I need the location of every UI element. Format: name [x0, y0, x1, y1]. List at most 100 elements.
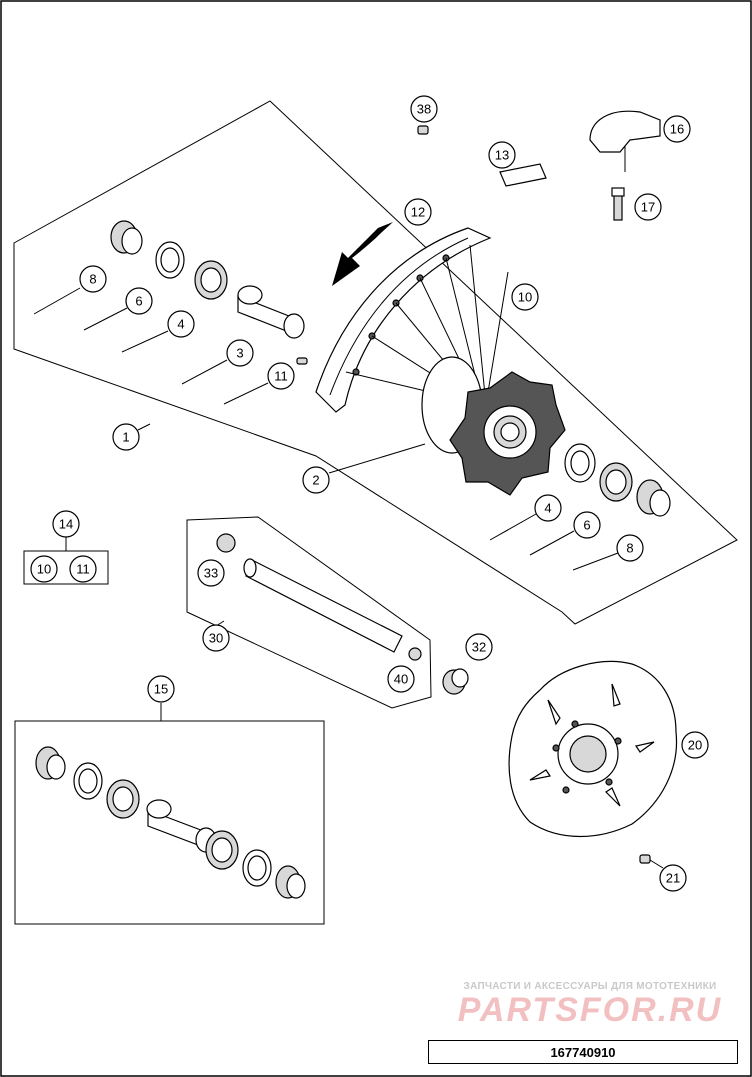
leader-lines	[33, 287, 619, 571]
callout-circle	[52, 510, 80, 538]
callout-label: 17	[641, 200, 655, 215]
callout-8: 8	[79, 265, 107, 293]
callout-circle	[69, 555, 97, 583]
callout-circle	[147, 675, 175, 703]
callout-circle	[302, 466, 330, 494]
callout-circle	[573, 511, 601, 539]
callout-label: 4	[544, 501, 551, 516]
callout-label: 33	[204, 566, 218, 581]
callout-circle	[663, 115, 691, 143]
callout-circle	[681, 731, 709, 759]
callout-4: 4	[534, 494, 562, 522]
callout-label: 6	[583, 518, 590, 533]
group-14-box	[23, 550, 109, 585]
callout-13: 13	[488, 141, 516, 169]
callout-circle	[616, 534, 644, 562]
callout-circle	[30, 555, 58, 583]
callout-label: 14	[59, 517, 73, 532]
callout-label: 20	[688, 738, 702, 753]
callout-label: 1	[122, 430, 129, 445]
diagram-code: 167740910	[550, 1044, 616, 1060]
callout-21: 21	[659, 864, 687, 892]
callout-8: 8	[616, 534, 644, 562]
callout-label: 32	[472, 640, 486, 655]
right-bearing-stack	[564, 443, 671, 517]
bearing-kit-box	[14, 720, 325, 925]
callout-11: 11	[267, 362, 295, 390]
callout-33: 33	[197, 559, 225, 587]
callout-circle	[79, 265, 107, 293]
callout-circle	[634, 193, 662, 221]
callout-circle	[267, 362, 295, 390]
callout-label: 21	[666, 871, 680, 886]
callout-40: 40	[387, 665, 415, 693]
callout-circle	[125, 287, 153, 315]
callout-label: 30	[209, 631, 223, 646]
wheel-rim	[315, 227, 492, 413]
callout-circle	[659, 864, 687, 892]
callout-circle	[226, 339, 254, 367]
callout-12: 12	[404, 198, 432, 226]
callout-6: 6	[125, 287, 153, 315]
callout-circle	[197, 559, 225, 587]
callout-label: 40	[394, 672, 408, 687]
watermark: ЗАПЧАСТИ И АКСЕССУАРЫ ДЛЯ МОТОТЕХНИКИ PA…	[440, 981, 740, 1028]
callout-label: 2	[312, 473, 319, 488]
watermark-caption: ЗАПЧАСТИ И АКСЕССУАРЫ ДЛЯ МОТОТЕХНИКИ	[463, 981, 717, 992]
callout-label: 12	[411, 205, 425, 220]
callout-6: 6	[573, 511, 601, 539]
brake-disc	[508, 660, 678, 837]
callout-label: 16	[670, 122, 684, 137]
axle-nut	[442, 668, 469, 695]
callout-label: 10	[37, 562, 51, 577]
callout-32: 32	[465, 633, 493, 661]
wheel-hub	[421, 356, 566, 496]
callout-circle	[534, 494, 562, 522]
callout-label: 15	[154, 682, 168, 697]
callout-label: 11	[76, 562, 90, 577]
callout-label: 8	[626, 541, 633, 556]
callout-label: 4	[177, 317, 184, 332]
callout-2: 2	[302, 466, 330, 494]
callout-circle	[387, 665, 415, 693]
callout-circle	[112, 423, 140, 451]
callout-16: 16	[663, 115, 691, 143]
callout-20: 20	[681, 731, 709, 759]
watermark-brand: PARTSFOR.RU	[457, 991, 723, 1029]
callout-10: 10	[30, 555, 58, 583]
callout-1: 1	[112, 423, 140, 451]
axle-parts	[215, 533, 422, 661]
callout-10: 10	[511, 283, 539, 311]
callout-3: 3	[226, 339, 254, 367]
diagram-code-box: 167740910	[428, 1040, 738, 1064]
bearing-kit-parts	[35, 746, 306, 899]
callout-label: 38	[417, 102, 431, 117]
callout-label: 3	[236, 346, 243, 361]
left-bearing-stack	[110, 220, 308, 365]
callout-label: 10	[518, 290, 532, 305]
callout-label: 6	[135, 294, 142, 309]
callout-14: 14	[52, 510, 80, 538]
callout-30: 30	[202, 624, 230, 652]
callout-38: 38	[410, 95, 438, 123]
callout-label: 11	[274, 369, 288, 384]
rotation-arrow	[332, 222, 393, 286]
wheel-assembly-outline	[13, 100, 738, 625]
callout-label: 13	[495, 148, 509, 163]
callout-4: 4	[167, 310, 195, 338]
disc-screw	[639, 854, 664, 869]
callout-circle	[202, 624, 230, 652]
callout-11: 11	[69, 555, 97, 583]
axle-assembly-outline	[186, 516, 432, 709]
callout-circle	[511, 283, 539, 311]
callout-circle	[404, 198, 432, 226]
callout-circle	[167, 310, 195, 338]
callout-15: 15	[147, 675, 175, 703]
callout-circle	[488, 141, 516, 169]
callout-17: 17	[634, 193, 662, 221]
callout-circle	[410, 95, 438, 123]
